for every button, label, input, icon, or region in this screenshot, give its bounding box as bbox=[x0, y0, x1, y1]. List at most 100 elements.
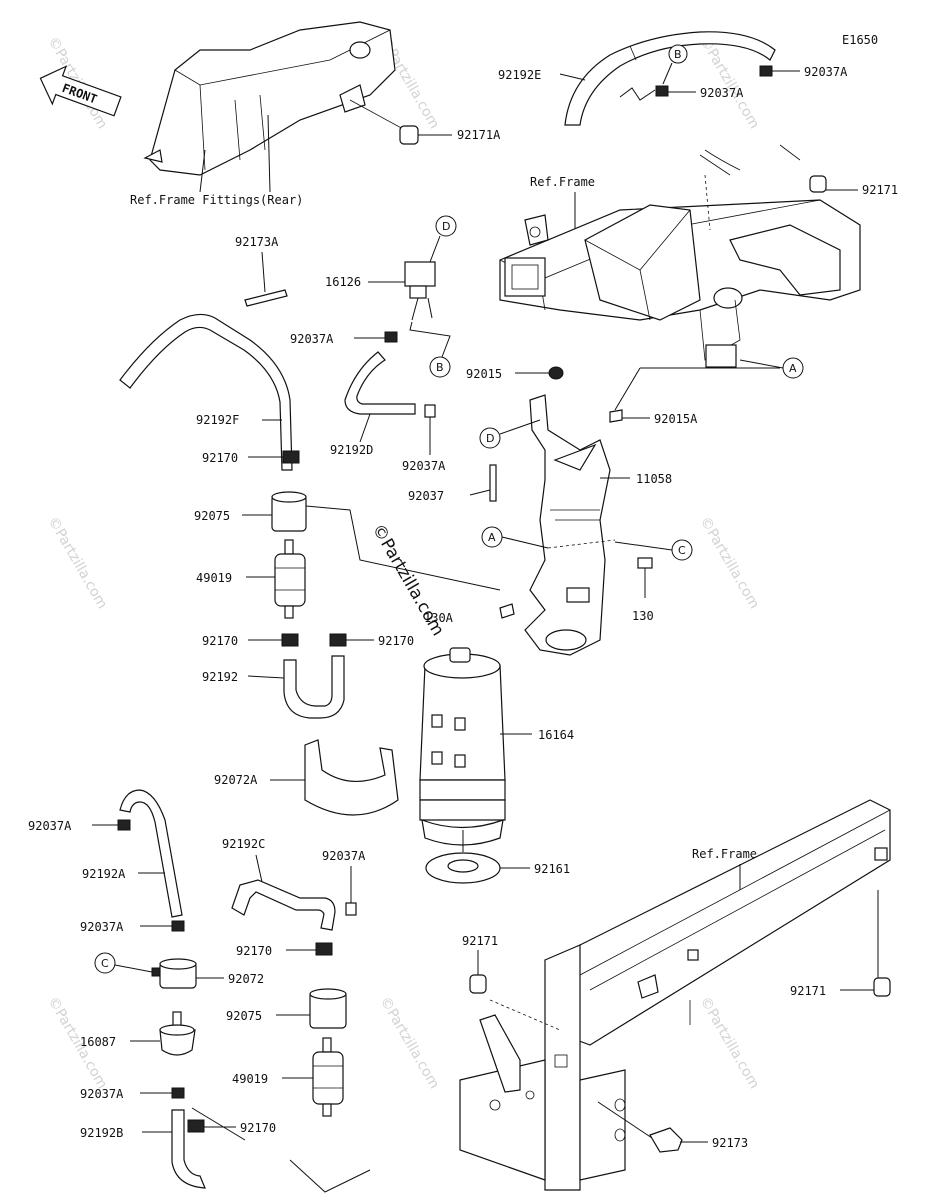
label-92170-4: 92170 bbox=[236, 944, 272, 958]
label-92037A-5: 92037A bbox=[28, 819, 72, 833]
callout-d-1-letter: D bbox=[442, 220, 450, 233]
callout-b-2 bbox=[429, 356, 451, 378]
label-92192D: 92192D bbox=[330, 443, 373, 457]
label-92015: 92015 bbox=[466, 367, 502, 381]
callout-c-2-letter: C bbox=[101, 957, 109, 970]
callout-d-2-letter: D bbox=[486, 432, 494, 445]
clamp-92171-1-icon bbox=[809, 175, 827, 193]
ref-frame-fittings-rear: Ref.Frame Fittings(Rear) bbox=[130, 193, 303, 207]
callout-d-2 bbox=[479, 427, 501, 449]
label-49019-1: 49019 bbox=[196, 571, 232, 585]
clamp-92037A-2-icon bbox=[759, 65, 773, 77]
hose-92192A bbox=[119, 789, 183, 918]
clamp-92037A-3-icon bbox=[384, 331, 398, 343]
label-92170-3: 92170 bbox=[378, 634, 414, 648]
callout-d-1 bbox=[435, 215, 457, 237]
label-92192E: 92192E bbox=[498, 68, 541, 82]
clamp-92173-icon bbox=[649, 1127, 683, 1153]
label-16126: 16126 bbox=[325, 275, 361, 289]
hose-92192C bbox=[231, 879, 336, 931]
hose-92192D bbox=[344, 351, 416, 415]
bolt-130A-icon bbox=[499, 603, 515, 619]
watermark-7: ©Partzilla.com bbox=[377, 994, 443, 1092]
clamp-92171A-icon bbox=[399, 125, 419, 145]
regulator-16087 bbox=[159, 1011, 196, 1056]
frame-fittings-rear bbox=[143, 21, 452, 176]
hose-92192 bbox=[283, 655, 345, 719]
label-92037A-7: 92037A bbox=[80, 920, 124, 934]
partzilla-brand-mark: ©Partzilla.com bbox=[368, 521, 448, 640]
damper-92072 bbox=[151, 958, 197, 989]
filter-49019-1 bbox=[274, 539, 306, 619]
callout-b-1 bbox=[668, 44, 688, 64]
label-92037A-6: 92037A bbox=[322, 849, 366, 863]
clamp-92170-2-icon bbox=[281, 633, 299, 647]
callout-c-1-letter: C bbox=[678, 544, 686, 557]
label-92037A-8: 92037A bbox=[80, 1087, 124, 1101]
callout-c-2 bbox=[94, 952, 116, 974]
label-92173A: 92173A bbox=[235, 235, 279, 249]
clamp-92170-5-icon bbox=[187, 1119, 205, 1133]
callout-b-2-letter: B bbox=[436, 361, 444, 374]
label-92037: 92037 bbox=[408, 489, 444, 503]
label-92192F: 92192F bbox=[196, 413, 239, 427]
label-92170-5: 92170 bbox=[240, 1121, 276, 1135]
label-92161: 92161 bbox=[534, 862, 570, 876]
nut-92015-icon bbox=[548, 366, 564, 380]
clamp-92170-4-icon bbox=[315, 942, 333, 956]
callout-a-2-letter: A bbox=[488, 531, 496, 544]
holder-92075-2 bbox=[309, 988, 347, 1029]
bolt-92015A-icon bbox=[609, 409, 623, 423]
band-92072A bbox=[304, 739, 399, 816]
ref-frame-upper: Ref.Frame bbox=[530, 175, 595, 189]
label-130: 130 bbox=[632, 609, 654, 623]
diagram-code: E1650 bbox=[842, 33, 878, 47]
label-92072: 92072 bbox=[228, 972, 264, 986]
clamp-92037A-1-icon bbox=[655, 85, 669, 97]
label-92171-3: 92171 bbox=[790, 984, 826, 998]
watermark-8: ©Partzilla.com bbox=[697, 994, 763, 1092]
label-92170-2: 92170 bbox=[202, 634, 238, 648]
ref-frame-lower-structure bbox=[459, 799, 891, 1191]
pin-92037-icon bbox=[489, 464, 497, 502]
label-49019-2: 49019 bbox=[232, 1072, 268, 1086]
clamp-92037A-6-icon bbox=[345, 902, 357, 916]
valve-16126 bbox=[404, 261, 436, 321]
hose-92192E bbox=[564, 31, 776, 126]
label-92173: 92173 bbox=[712, 1136, 748, 1150]
label-92171A: 92171A bbox=[457, 128, 501, 142]
ref-frame-upper-structure bbox=[499, 144, 861, 368]
label-92015A: 92015A bbox=[654, 412, 698, 426]
label-92075-1: 92075 bbox=[194, 509, 230, 523]
label-11058: 11058 bbox=[636, 472, 672, 486]
label-92075-2: 92075 bbox=[226, 1009, 262, 1023]
callout-b-1-letter: B bbox=[674, 48, 682, 61]
ref-frame-lower: Ref.Frame bbox=[692, 847, 757, 861]
clamp-92037A-4-icon bbox=[424, 404, 436, 418]
clamp-92170-3-icon bbox=[329, 633, 347, 647]
label-92192B: 92192B bbox=[80, 1126, 123, 1140]
label-92171-1: 92171 bbox=[862, 183, 898, 197]
label-92037A-1: 92037A bbox=[700, 86, 744, 100]
callout-a-1-letter: A bbox=[789, 362, 797, 375]
bolt-130-icon bbox=[637, 557, 653, 569]
label-92170-1: 92170 bbox=[202, 451, 238, 465]
clamp-92037A-7-icon bbox=[171, 920, 185, 932]
clamp-92171-3-icon bbox=[873, 977, 891, 997]
strap-92173A bbox=[244, 289, 288, 307]
watermark-4: ©Partzilla.com bbox=[45, 514, 111, 612]
clamp-92171-2-icon bbox=[469, 974, 487, 994]
label-92072A: 92072A bbox=[214, 773, 258, 787]
label-16164: 16164 bbox=[538, 728, 574, 742]
clamp-92170-1-icon bbox=[282, 450, 300, 464]
holder-92075-1 bbox=[271, 491, 307, 532]
label-92037A-2: 92037A bbox=[804, 65, 848, 79]
hose-92192F bbox=[119, 313, 293, 471]
label-92192C: 92192C bbox=[222, 837, 265, 851]
filter-49019-2 bbox=[312, 1037, 344, 1117]
clamp-92037A-8-icon bbox=[171, 1087, 185, 1099]
hose-92192B bbox=[171, 1109, 206, 1189]
watermark-5: ©Partzilla.com bbox=[697, 514, 763, 612]
label-92037A-4: 92037A bbox=[402, 459, 446, 473]
